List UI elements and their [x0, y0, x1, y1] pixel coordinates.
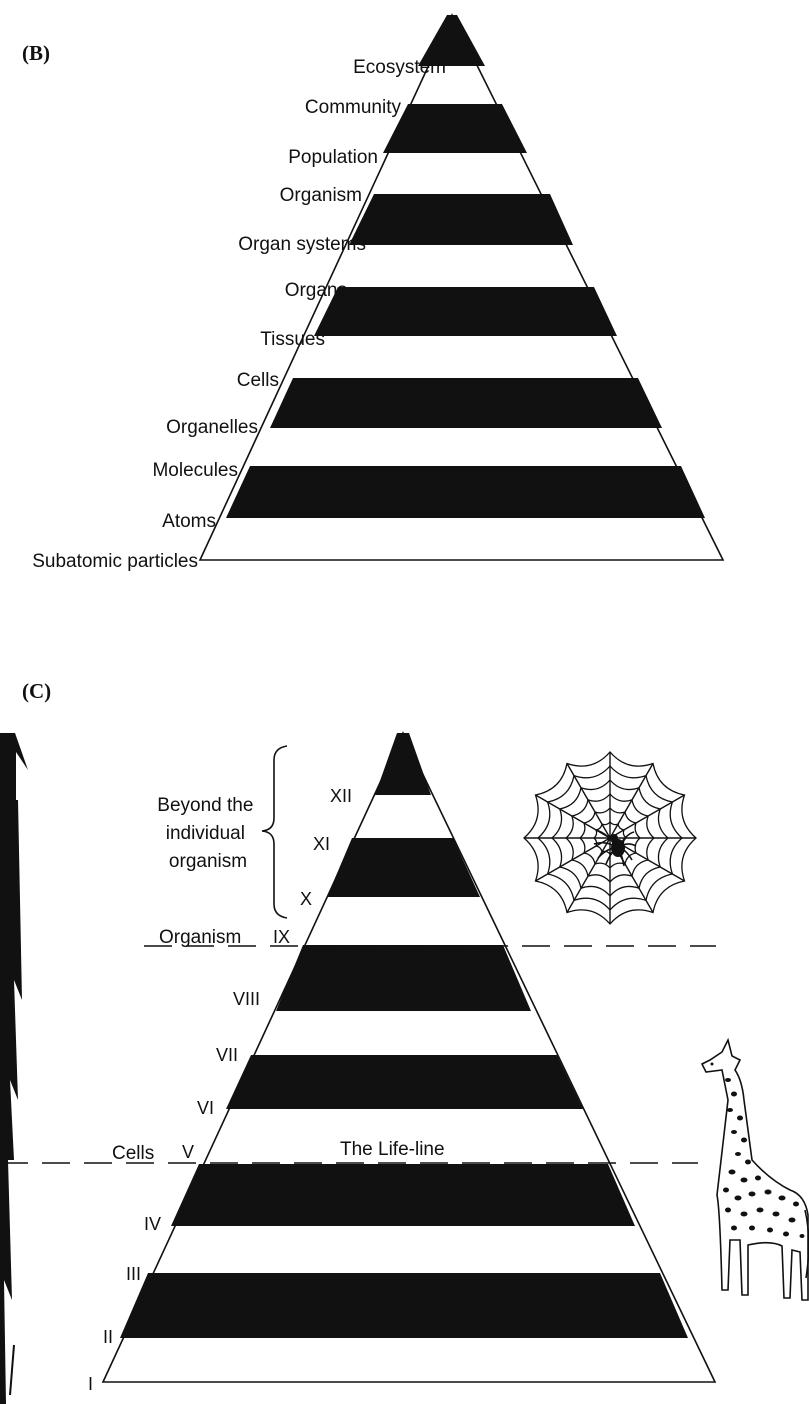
- level-label-iii: III: [126, 1264, 141, 1284]
- brace: [261, 745, 288, 919]
- brace-caption-line-1: Beyond the: [157, 795, 253, 816]
- giraffe-icon: [700, 1037, 809, 1301]
- level-label-iv: IV: [144, 1214, 161, 1234]
- panel-b-tag: (B): [22, 41, 50, 65]
- level-label-community: Community: [305, 97, 402, 118]
- level-label-i: I: [88, 1374, 93, 1394]
- panel-b-band-ecosystem: [418, 15, 485, 66]
- level-label-v: V: [182, 1142, 194, 1162]
- level-label-molecules: Molecules: [152, 460, 238, 481]
- level-label-x: X: [300, 889, 312, 909]
- level-label-tissues: Tissues: [260, 329, 325, 350]
- brace-caption-line-2: individual: [166, 823, 245, 844]
- organism-label: Organism: [159, 927, 241, 948]
- panel-b-band-molecules: [226, 466, 705, 518]
- level-label-atoms: Atoms: [162, 511, 216, 532]
- level-label-vii: VII: [216, 1045, 238, 1065]
- cells-label: Cells: [112, 1143, 154, 1164]
- panel-c-band-ii: [120, 1273, 688, 1338]
- panel-b-band-community: [383, 104, 527, 153]
- panel-c-tag: (C): [22, 679, 51, 703]
- level-label-vi: VI: [197, 1098, 214, 1118]
- panel-c-band-vi: [226, 1055, 583, 1109]
- level-label-subatomic: Subatomic particles: [32, 551, 198, 572]
- panel-c-band-iv: [171, 1164, 635, 1226]
- arrow-up-icon: [0, 733, 28, 1404]
- panel-c-band-x: [327, 838, 480, 897]
- level-label-ii: II: [103, 1327, 113, 1347]
- level-label-organelles: Organelles: [166, 417, 258, 438]
- level-label-ecosystem: Ecosystem: [353, 57, 446, 78]
- panel-b-band-cells: [270, 378, 662, 428]
- level-label-organism: Organism: [280, 185, 362, 206]
- spider-web-icon: [523, 751, 697, 925]
- level-label-organ-systems: Organ systems: [238, 234, 366, 255]
- level-label-cells: Cells: [237, 370, 279, 391]
- level-label-xi: XI: [313, 834, 330, 854]
- panel-c: (C) XII XI X IX VIII VII VI V IV III II: [0, 679, 809, 1404]
- panel-c-band-xii: [375, 733, 431, 795]
- panel-b-band-organs: [314, 287, 617, 336]
- level-label-population: Population: [288, 147, 378, 168]
- brace-caption-line-3: organism: [169, 851, 247, 872]
- level-label-organs: Organs: [285, 280, 347, 301]
- panel-b-band-organism: [349, 194, 573, 245]
- level-label-ix: IX: [273, 927, 290, 947]
- level-label-viii: VIII: [233, 989, 260, 1009]
- panel-b: (B) Ecosystem Community Population Organ…: [22, 13, 725, 572]
- life-line-label: The Life-line: [340, 1139, 445, 1160]
- level-label-xii: XII: [330, 786, 352, 806]
- panel-c-band-viii: [276, 945, 531, 1011]
- brace-caption: Beyond the individual organism: [157, 795, 258, 872]
